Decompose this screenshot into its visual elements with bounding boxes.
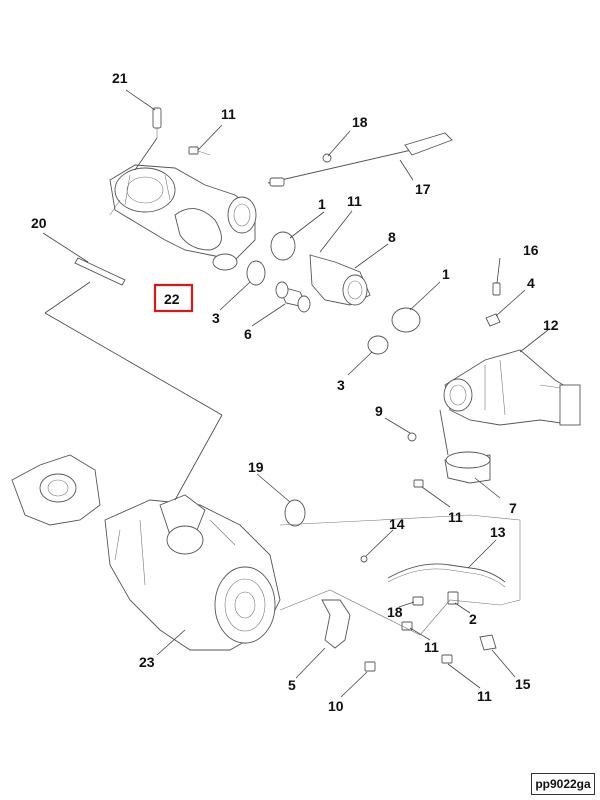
callout-6: 6	[244, 326, 252, 342]
upper-turbocharger-assembly	[109, 164, 257, 271]
bolt-11-top	[188, 146, 211, 156]
bolt-16	[492, 282, 501, 296]
callout-23: 23	[139, 654, 155, 670]
sensor-17	[267, 132, 453, 187]
o-ring-1-lower	[391, 307, 421, 333]
clip-4	[485, 313, 501, 327]
callout-18-top: 18	[352, 114, 368, 130]
callout-21: 21	[112, 70, 128, 86]
callout-13: 13	[490, 524, 506, 540]
callout-4: 4	[527, 275, 535, 291]
callout-5: 5	[288, 677, 296, 693]
callout-14: 14	[389, 516, 405, 532]
bolt-18-lower	[412, 596, 424, 606]
callout-10: 10	[328, 698, 344, 714]
seal-ring-3-lower	[367, 335, 389, 355]
washer-14	[360, 555, 368, 563]
bracket-5	[321, 599, 351, 649]
callout-11-lower-b: 11	[477, 688, 492, 704]
gasket-20	[74, 257, 126, 286]
o-ring-1-upper	[270, 231, 296, 261]
housing-8	[309, 254, 371, 306]
callout-3-upper: 3	[212, 310, 220, 326]
turbocharger-23	[104, 494, 281, 651]
bolt-11-mid	[413, 479, 424, 488]
bolt-10	[364, 661, 376, 672]
callout-7: 7	[509, 500, 517, 516]
callout-19: 19	[248, 459, 264, 475]
callout-12: 12	[543, 317, 559, 333]
small-manifold-view	[11, 454, 101, 526]
clip-18-top	[322, 153, 332, 163]
bolt-11-lower-b	[441, 654, 453, 664]
oil-line-13	[387, 563, 506, 583]
callout-11-upper-mid: 11	[347, 193, 362, 209]
clip-2	[447, 591, 459, 605]
callout-11-mid: 11	[448, 509, 463, 525]
callout-1-upper: 1	[318, 196, 326, 212]
connector-pipe-6	[275, 281, 311, 313]
highlight-box-22	[153, 283, 194, 313]
bolt-21	[152, 107, 162, 138]
washer-9	[407, 432, 417, 442]
callout-11-lower-a: 11	[424, 639, 439, 655]
actuator-assembly-12	[443, 349, 581, 426]
reference-code-label: pp9022ga	[531, 773, 595, 795]
callout-18-lower: 18	[387, 604, 403, 620]
gasket-19	[284, 499, 306, 527]
callout-16: 16	[523, 242, 539, 258]
callout-8: 8	[388, 229, 396, 245]
callout-11-top: 11	[221, 106, 236, 122]
callout-15: 15	[515, 676, 531, 692]
callout-22: 22	[164, 291, 180, 307]
bracket-15	[479, 634, 497, 651]
callout-2: 2	[469, 611, 477, 627]
leader-lines	[42, 89, 549, 698]
callout-17: 17	[415, 181, 431, 197]
seal-ring-3-upper	[246, 260, 266, 286]
callout-1-lower: 1	[442, 266, 450, 282]
callout-20: 20	[31, 215, 47, 231]
callout-3-lower: 3	[337, 377, 345, 393]
callout-9: 9	[375, 403, 383, 419]
